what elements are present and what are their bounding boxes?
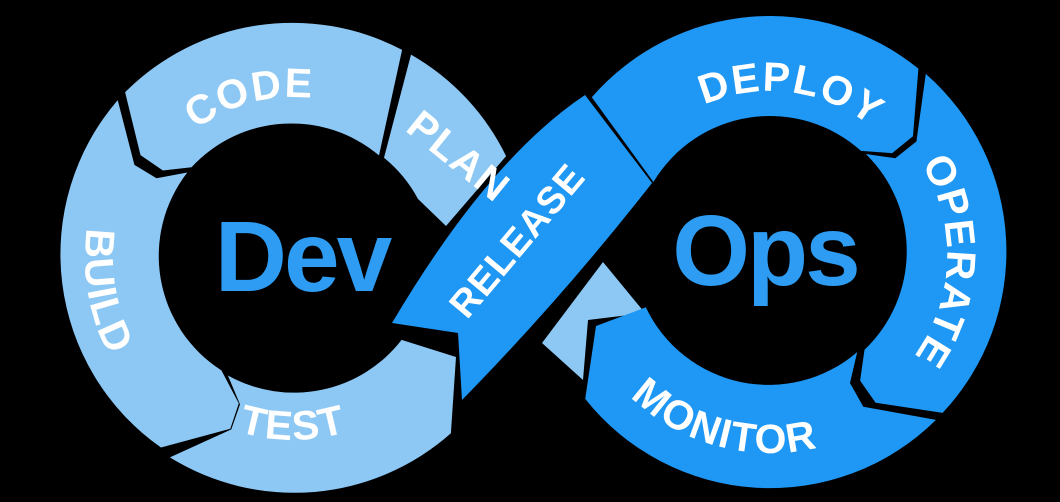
segment-release-band [392,95,652,400]
segment-code [125,22,403,171]
ops-label: Ops [672,195,857,307]
segment-dev-crossing-arrow [542,262,645,380]
segment-build [60,100,239,448]
segment-deploy [591,16,919,182]
segment-monitor [585,307,936,489]
test-label: TEST [236,396,350,449]
dev-label: Dev [215,201,393,313]
segment-plan [384,54,507,226]
segment-test [169,339,456,493]
segment-operate [860,73,1007,413]
